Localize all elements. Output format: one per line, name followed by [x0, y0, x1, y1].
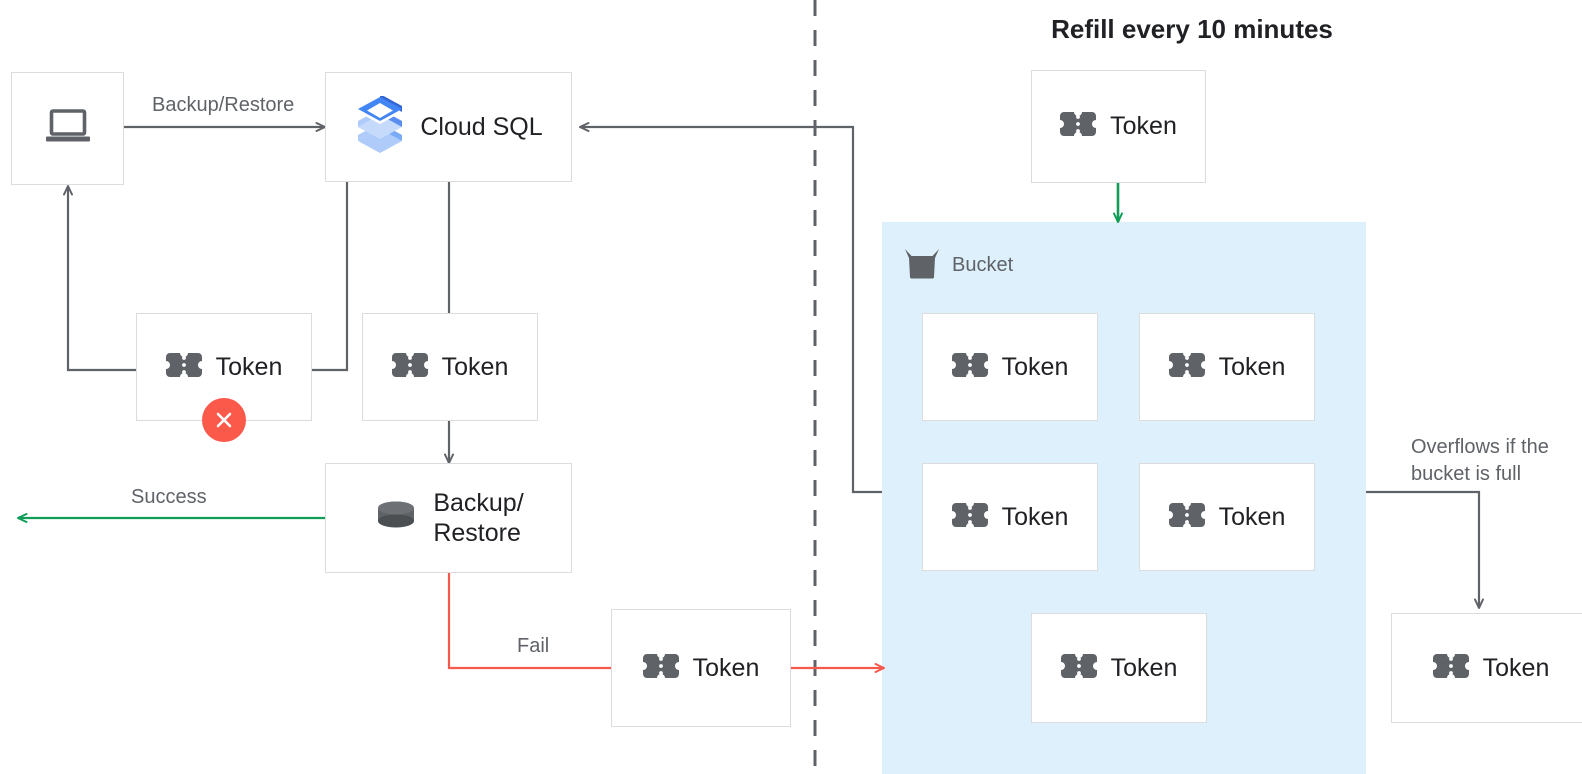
node-bucket-token-3[interactable]: Token [922, 463, 1098, 571]
token-icon [1060, 108, 1097, 145]
node-label-bucket-token-4: Token [1218, 502, 1286, 531]
node-label-bucket-token-3: Token [1001, 502, 1069, 531]
edge-label-success: Success [131, 486, 207, 508]
edge-bucket-overflow [1366, 490, 1484, 609]
bucket-tag: Bucket [904, 246, 1013, 285]
edge-label-backup-restore: Backup/Restore [152, 94, 295, 116]
node-label-token-middle: Token [441, 352, 509, 381]
token-icon [642, 650, 679, 687]
edge-label-fail: Fail [517, 635, 550, 657]
token-icon [1060, 650, 1097, 687]
database-icon [373, 498, 419, 539]
token-icon [1168, 499, 1205, 536]
node-label-cloud-sql: Cloud SQL [420, 112, 543, 141]
edge-bucket-to-cloudsql [579, 122, 882, 494]
node-token-fail-out[interactable]: Token [611, 609, 791, 727]
edge-label-overflow: Overflows if the bucket is full [1411, 436, 1549, 485]
node-label-bucket-token-5: Token [1110, 653, 1178, 682]
token-icon [1432, 650, 1469, 687]
token-icon [1168, 349, 1205, 386]
node-bucket-token-5[interactable]: Token [1031, 613, 1207, 723]
node-bucket-token-4[interactable]: Token [1139, 463, 1315, 571]
token-icon [391, 349, 428, 386]
cloud-sql-icon [354, 93, 406, 159]
error-x-badge [202, 398, 246, 442]
bucket-icon [904, 246, 940, 285]
node-label-bucket-token-2: Token [1218, 352, 1286, 381]
node-bucket-token-1[interactable]: Token [922, 313, 1098, 421]
laptop-icon [45, 107, 91, 150]
node-label-token-fail-out: Token [692, 653, 760, 682]
node-cloud-sql[interactable]: Cloud SQL [325, 72, 572, 182]
node-label-bucket-token-1: Token [1001, 352, 1069, 381]
node-token-refill[interactable]: Token [1031, 70, 1206, 183]
node-label-token-failed: Token [215, 352, 283, 381]
node-client[interactable] [11, 72, 124, 185]
diagram-title: Refill every 10 minutes [1051, 14, 1333, 44]
node-token-middle[interactable]: Token [362, 313, 538, 421]
token-icon [165, 349, 202, 386]
node-label-token-overflow: Token [1482, 653, 1550, 682]
token-icon [951, 499, 988, 536]
token-icon [951, 349, 988, 386]
node-backup-restore[interactable]: Backup/ Restore [325, 463, 572, 573]
edge-backup-fail [447, 572, 611, 670]
node-bucket-token-2[interactable]: Token [1139, 313, 1315, 421]
bucket-tag-label: Bucket [952, 254, 1014, 276]
node-label-token-refill: Token [1110, 112, 1177, 140]
node-token-overflow[interactable]: Token [1391, 613, 1582, 723]
node-label-backup-restore: Backup/ Restore [433, 488, 524, 548]
